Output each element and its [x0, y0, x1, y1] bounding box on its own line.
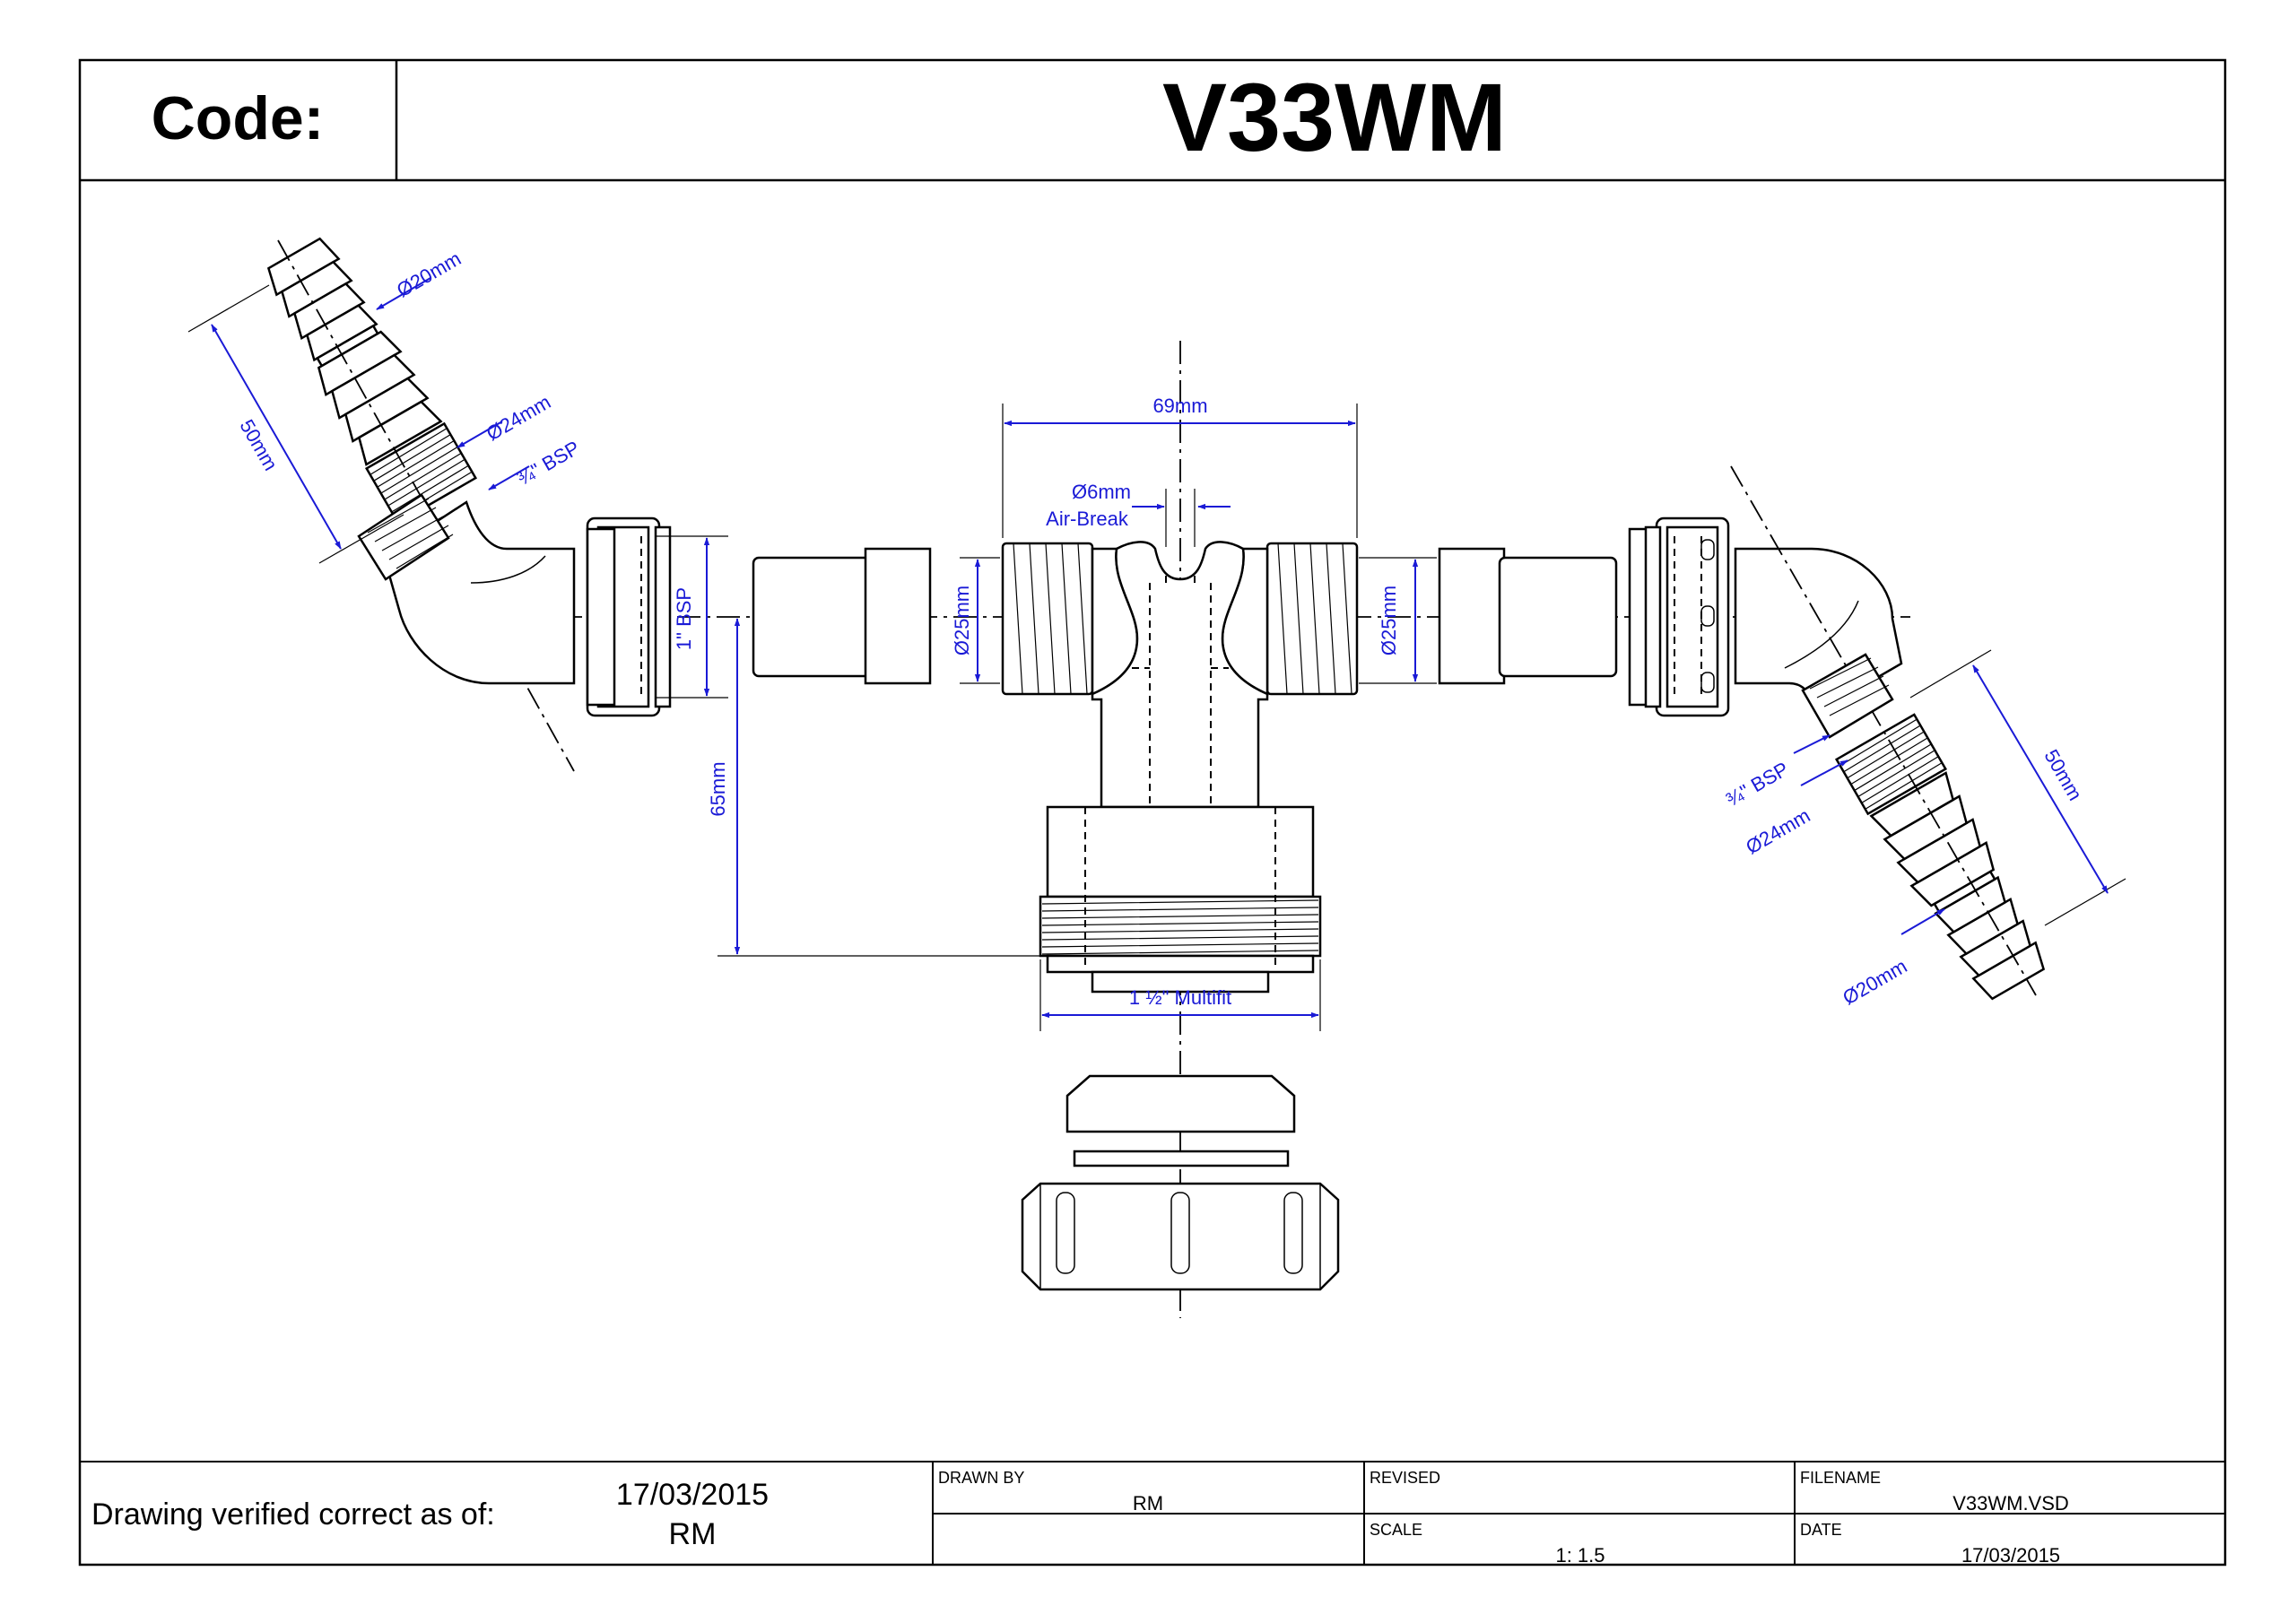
- dim-left-tail-thread: ¾" BSP: [513, 437, 584, 490]
- dim-left-inlet-thread: 1" BSP: [673, 587, 695, 650]
- dim-overall-width: 69mm: [1152, 395, 1207, 417]
- right-hose-tail: [1835, 713, 2058, 1008]
- dim-left-tail-length: 50mm: [235, 416, 282, 474]
- filename-label: FILENAME: [1800, 1469, 1881, 1487]
- title-block: Drawing verified correct as of: 17/03/20…: [80, 1461, 2225, 1567]
- verified-label: Drawing verified correct as of:: [91, 1497, 495, 1532]
- revised-label: REVISED: [1370, 1469, 1440, 1487]
- left-spigot: [752, 547, 932, 685]
- date-value: 17/03/2015: [1961, 1544, 2060, 1567]
- dim-right-tail-thread: ¾" BSP: [1722, 758, 1793, 812]
- dim-height: 65mm: [707, 761, 729, 816]
- outlet-seal: [1065, 1074, 1296, 1167]
- code-label: Code:: [152, 84, 325, 152]
- drawn-by-label: DRAWN BY: [938, 1469, 1024, 1487]
- dim-right-port-dia: Ø25mm: [1378, 586, 1400, 655]
- dim-right-tail-dia-small: Ø20mm: [1839, 955, 1910, 1010]
- sheet-border: [78, 58, 2227, 1567]
- dim-left-port-dia: Ø25mm: [951, 586, 973, 655]
- scale-label: SCALE: [1370, 1521, 1422, 1539]
- right-compression-nut: [1644, 516, 1730, 717]
- code-value: V33WM: [1162, 63, 1507, 171]
- dim-air-break-dia: Ø6mm: [1072, 481, 1131, 503]
- dim-right-tail-dia-large: Ø24mm: [1742, 804, 1813, 859]
- verified-by: RM: [669, 1517, 717, 1551]
- date-label: DATE: [1800, 1521, 1842, 1539]
- dim-left-tail-dia-large: Ø24mm: [483, 391, 554, 446]
- drawn-by-value: RM: [1133, 1492, 1163, 1515]
- dim-right-tail-length: 50mm: [2039, 746, 2086, 804]
- air-break-body: [1001, 541, 1359, 994]
- dim-outlet-size: 1 ½" Multifit: [1129, 986, 1231, 1009]
- scale-value: 1: 1.5: [1555, 1544, 1605, 1567]
- verified-date: 17/03/2015: [616, 1478, 769, 1512]
- dim-air-break-label: Air-Break: [1046, 508, 1129, 530]
- right-tail-centre-line: [1730, 465, 2037, 996]
- dim-left-tail-dia-small: Ø20mm: [393, 247, 465, 302]
- filename-value: V33WM.VSD: [1952, 1492, 2069, 1515]
- right-spigot: [1438, 547, 1618, 685]
- outlet-nut: [1021, 1182, 1340, 1291]
